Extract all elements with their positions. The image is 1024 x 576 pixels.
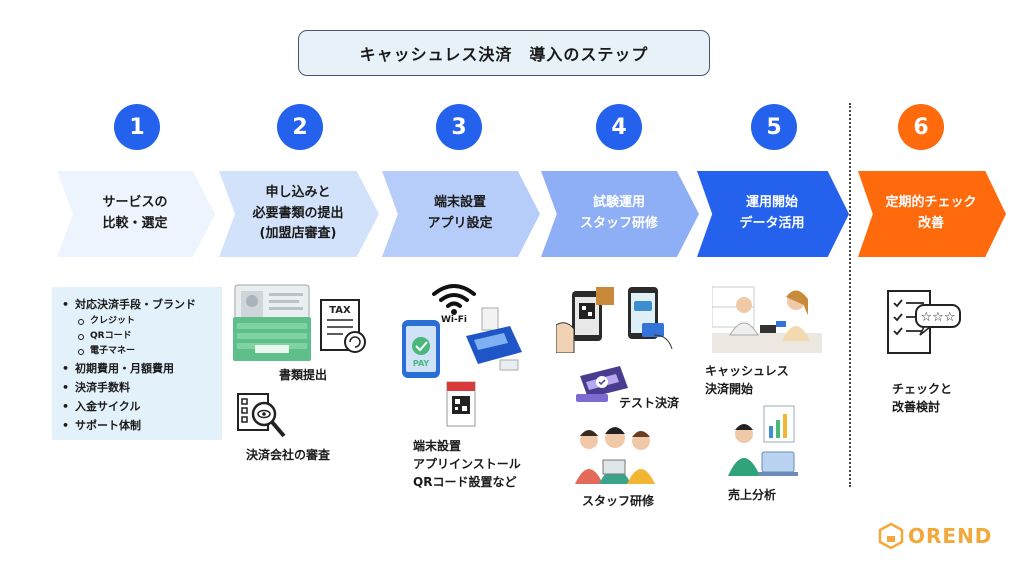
caption-test-payment: テスト決済 <box>619 396 680 410</box>
review-magnifier-icon <box>237 393 286 438</box>
step-arrow-3: 端末設置 アプリ設定 <box>382 171 540 257</box>
step-arrow-6: 定期的チェック 改善 <box>858 171 1006 257</box>
page-title: キャッシュレス決済 導入のステップ <box>298 30 710 76</box>
staff-training-group-icon <box>575 427 655 484</box>
caption-cashless-start: キャッシュレス 決済開始 <box>705 364 789 396</box>
step-number-1: 1 <box>114 104 160 150</box>
step-arrow-1: サービスの 比較・選定 <box>57 171 215 257</box>
test-payment-card-icon <box>576 366 628 402</box>
checklist-item: 対応決済手段・ブランド <box>62 295 216 314</box>
pay-label: PAY <box>413 359 430 368</box>
checklist-item: 決済手数料 <box>62 378 216 397</box>
step-label-1: サービスの 比較・選定 <box>102 195 168 231</box>
wifi-label: Wi-Fi <box>441 315 467 325</box>
caption-check-improve: チェックと 改善検討 <box>892 382 953 414</box>
checklist-review-icon: ☆☆☆ <box>887 290 961 354</box>
cashless-checkout-scene-icon <box>712 286 822 353</box>
step-number-4: 4 <box>596 104 642 150</box>
caption-sales-analysis: 売上分析 <box>728 488 777 502</box>
step-label-3: 端末設置 アプリ設定 <box>427 195 493 231</box>
logo-text: OREND <box>908 524 993 548</box>
qr-scan-phones-icon <box>556 287 673 353</box>
card-terminal-icon <box>466 307 522 371</box>
step-number-3: 3 <box>436 104 482 150</box>
orend-logo-icon <box>878 522 904 550</box>
step-number-5: 5 <box>751 104 797 150</box>
caption-card-company-review: 決済会社の審査 <box>246 448 331 462</box>
checklist-item: 入金サイクル <box>62 397 216 416</box>
step-arrow-5: 運用開始 データ活用 <box>697 171 849 257</box>
wifi-icon <box>432 284 476 315</box>
svg-text:☆☆☆: ☆☆☆ <box>921 310 956 325</box>
checklist-item: 電子マネー <box>62 344 216 359</box>
step1-checklist: 対応決済手段・ブランドクレジットQRコード電子マネー初期費用・月額費用決済手数料… <box>52 287 222 440</box>
checklist-item: 初期費用・月額費用 <box>62 359 216 378</box>
section-divider <box>849 103 851 487</box>
step-label-4: 試験運用 スタッフ研修 <box>579 195 658 231</box>
documents-icon <box>233 284 311 361</box>
step-number-2: 2 <box>277 104 323 150</box>
caption-terminal-setup: 端末設置 アプリインストール QRコード設置など <box>413 439 521 489</box>
step-label-6: 定期的チェック 改善 <box>885 195 977 231</box>
step-label-5: 運用開始 データ活用 <box>739 195 805 231</box>
step-arrow-4: 試験運用 スタッフ研修 <box>541 171 699 257</box>
checklist-item: サポート体制 <box>62 416 216 435</box>
tax-document-icon: TAX <box>320 299 366 353</box>
checklist-items: 対応決済手段・ブランドクレジットQRコード電子マネー初期費用・月額費用決済手数料… <box>62 295 216 435</box>
orend-logo: OREND <box>878 522 992 550</box>
checklist-item: QRコード <box>62 329 216 344</box>
qr-stand-icon <box>446 381 476 427</box>
checklist-item: クレジット <box>62 314 216 329</box>
caption-staff-training: スタッフ研修 <box>582 494 655 508</box>
caption-document-submission: 書類提出 <box>279 368 328 382</box>
step-arrow-2: 申し込みと 必要書類の提出 (加盟店審査) <box>219 171 379 257</box>
sales-analysis-icon <box>728 405 798 476</box>
step-number-6: 6 <box>898 104 944 150</box>
step-label-2: 申し込みと 必要書類の提出 (加盟店審査) <box>252 184 344 242</box>
tax-label: TAX <box>329 305 351 316</box>
smartphone-pay-icon: PAY <box>402 320 440 378</box>
